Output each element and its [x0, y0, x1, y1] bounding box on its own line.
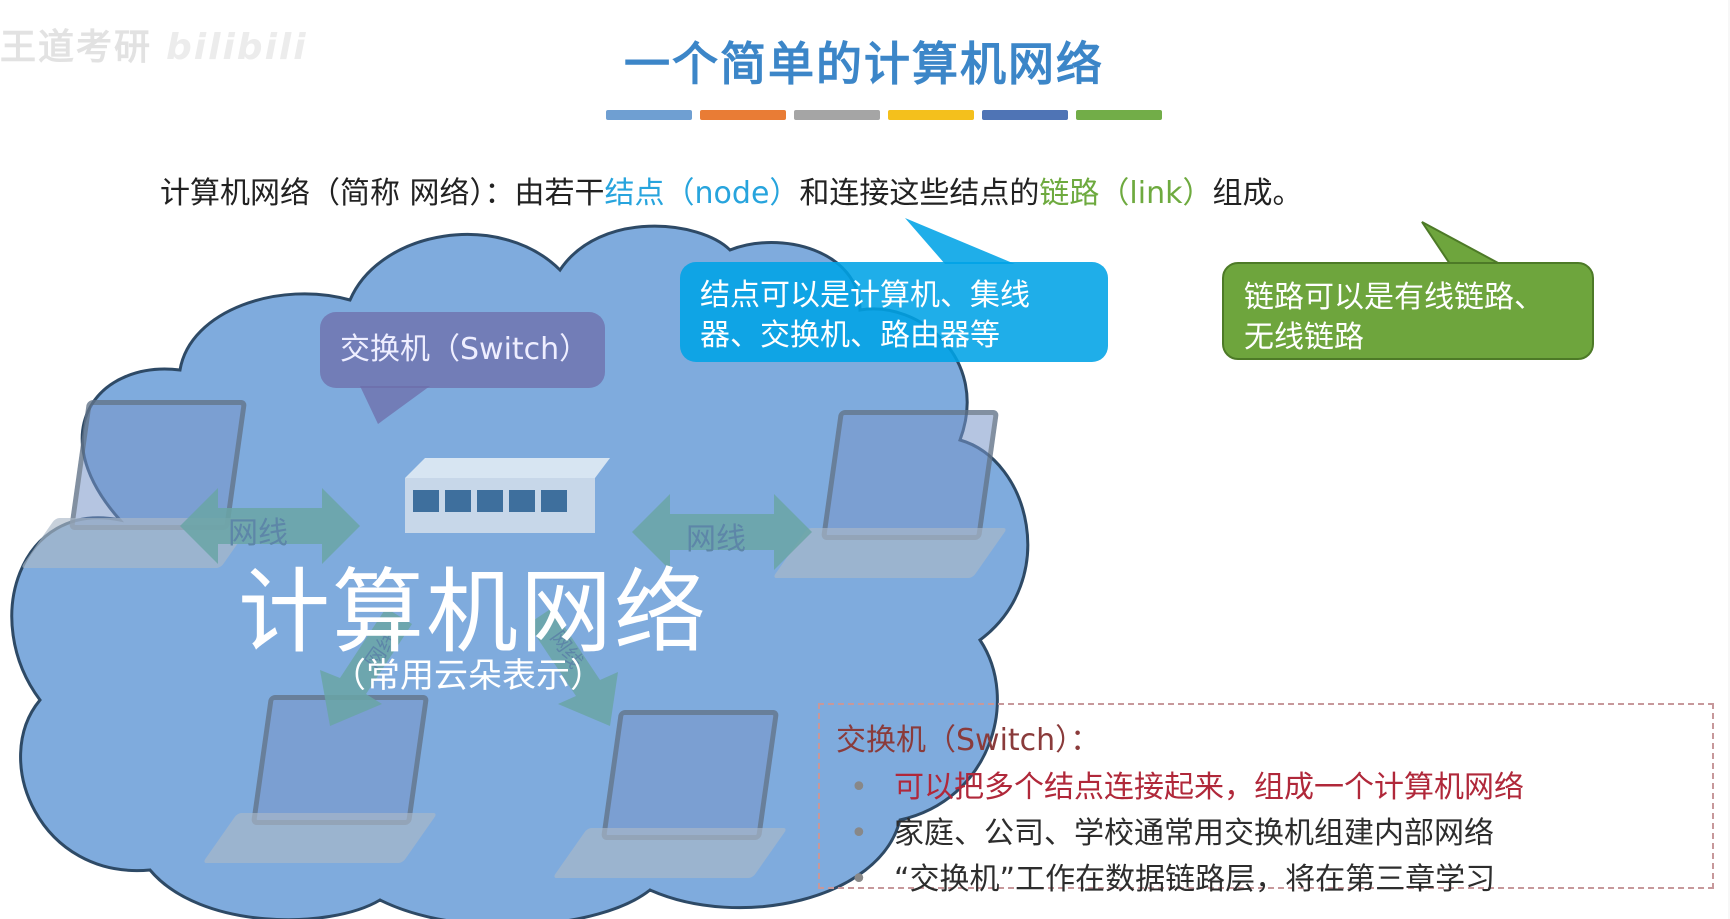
- laptop-keyboard: [202, 813, 438, 863]
- definition-link: 链路（link）: [1039, 176, 1213, 211]
- switch-device: [405, 458, 610, 533]
- wire-arrow-left: [180, 488, 360, 564]
- laptop-screen: [820, 410, 1000, 540]
- laptop-screen: [600, 710, 780, 840]
- slide-title: 一个简单的计算机网络: [624, 37, 1104, 91]
- color-bar: [606, 110, 692, 120]
- switch-info-box: 交换机（Switch）： 可以把多个结点连接起来，组成一个计算机网络 家庭、公司…: [818, 703, 1714, 903]
- wire-arrow-right: [632, 494, 812, 570]
- node-callout-pointer: [905, 218, 1015, 264]
- definition-part3: 组成。: [1212, 176, 1303, 211]
- cloud-big-label: 计算机网络: [238, 559, 709, 666]
- definition-node: 结点（node）: [604, 176, 800, 211]
- info-item: “交换机”工作在数据链路层，将在第三章学习: [836, 857, 1696, 903]
- wire-label-right: 网线: [686, 522, 746, 557]
- watermark-text: 王道考研: [0, 27, 153, 68]
- node-callout: 结点可以是计算机、集线器、交换机、路由器等: [680, 262, 1108, 362]
- watermark: 王道考研 bilibili: [0, 18, 308, 70]
- wire-arrow-bottom-right: [528, 608, 618, 726]
- info-item: 可以把多个结点连接起来，组成一个计算机网络: [836, 765, 1696, 811]
- link-callout: 链路可以是有线链路、无线链路: [1222, 262, 1594, 360]
- color-bar: [982, 110, 1068, 120]
- switch-callout-pointer: [360, 386, 430, 424]
- definition-text: 计算机网络（简称 网络）：由若干结点（node）和连接这些结点的链路（link）…: [160, 168, 1302, 212]
- color-bar: [888, 110, 974, 120]
- title-color-bars: [606, 110, 1162, 120]
- definition-part1: 计算机网络（简称 网络）：由若干: [160, 176, 605, 211]
- info-item: 家庭、公司、学校通常用交换机组建内部网络: [836, 811, 1696, 857]
- info-title: 交换机（Switch）：: [836, 723, 1101, 758]
- definition-part2: 和连接这些结点的: [799, 176, 1040, 211]
- laptop-icon: [772, 410, 1030, 610]
- link-callout-pointer: [1421, 221, 1501, 265]
- wire-arrow-bottom-left: [320, 608, 412, 726]
- cloud-sub-label: （常用云朵表示）: [332, 656, 604, 696]
- laptop-keyboard: [552, 828, 788, 878]
- color-bar: [700, 110, 786, 120]
- color-bar: [1076, 110, 1162, 120]
- bilibili-logo: bilibili: [166, 27, 308, 68]
- switch-callout: 交换机（Switch）: [320, 312, 605, 388]
- color-bar: [794, 110, 880, 120]
- wire-label-left: 网线: [228, 516, 288, 551]
- laptop-icon: [552, 710, 810, 910]
